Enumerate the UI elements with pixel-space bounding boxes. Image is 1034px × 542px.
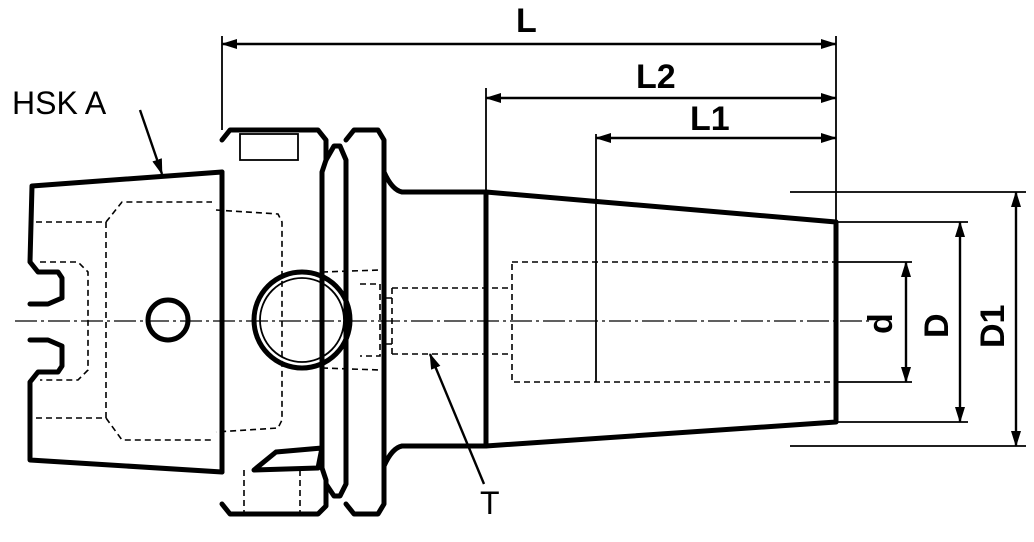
label-L: L (516, 2, 537, 40)
dimension-lines (221, 39, 1021, 447)
flange (219, 127, 387, 517)
label-D: D (918, 313, 956, 338)
extension-lines (221, 36, 1026, 447)
label-d: d (862, 313, 900, 334)
tool-body (381, 169, 839, 469)
shank-hidden-lines (36, 201, 283, 441)
label-hsk-a: HSK A (12, 85, 107, 121)
label-L2: L2 (636, 58, 676, 96)
leader-lines (138, 109, 486, 485)
cross-bore (251, 269, 381, 371)
drive-hole (145, 297, 191, 343)
label-T: T (480, 485, 500, 521)
hsk-shank (27, 169, 225, 475)
label-L1: L1 (690, 100, 730, 138)
bore-hidden-lines (386, 261, 837, 383)
label-D1: D1 (974, 305, 1012, 348)
